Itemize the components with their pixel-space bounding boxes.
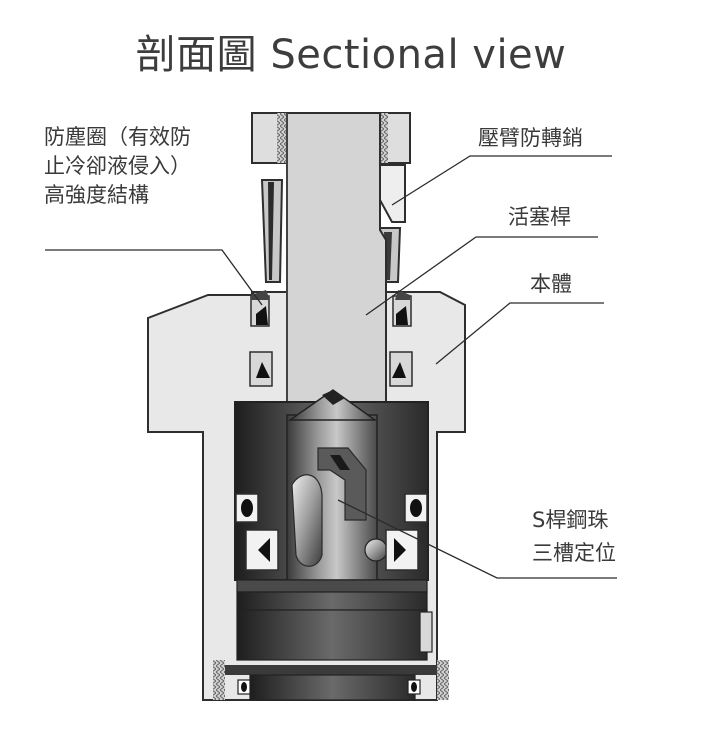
anti-rotation-pin <box>379 164 406 223</box>
label-steel-ball-line-2: 三槽定位 <box>532 541 616 565</box>
leader-body <box>435 302 604 365</box>
page-title: 剖面圖 Sectional view <box>135 32 567 78</box>
leader-steel-ball <box>337 499 617 579</box>
label-anti-rotation-pin: 壓臂防轉銷 <box>478 126 583 150</box>
label-dust-ring-line-1: 防塵圈（有效防 <box>44 125 191 149</box>
label-steel-ball-line-1: S桿鋼珠 <box>532 508 609 532</box>
label-dust-ring-line-3: 高強度結構 <box>44 183 149 207</box>
leader-dust-ring <box>45 249 263 306</box>
label-dust-ring-line-2: 止冷卻液侵入） <box>44 154 191 178</box>
piston-head <box>236 579 428 593</box>
label-body: 本體 <box>530 272 572 296</box>
leader-piston-rod <box>365 236 598 316</box>
steel-ball <box>364 538 388 562</box>
leader-anti-rotation-pin <box>391 155 612 206</box>
label-piston-rod: 活塞桿 <box>508 205 571 229</box>
piston-rod <box>286 112 387 403</box>
